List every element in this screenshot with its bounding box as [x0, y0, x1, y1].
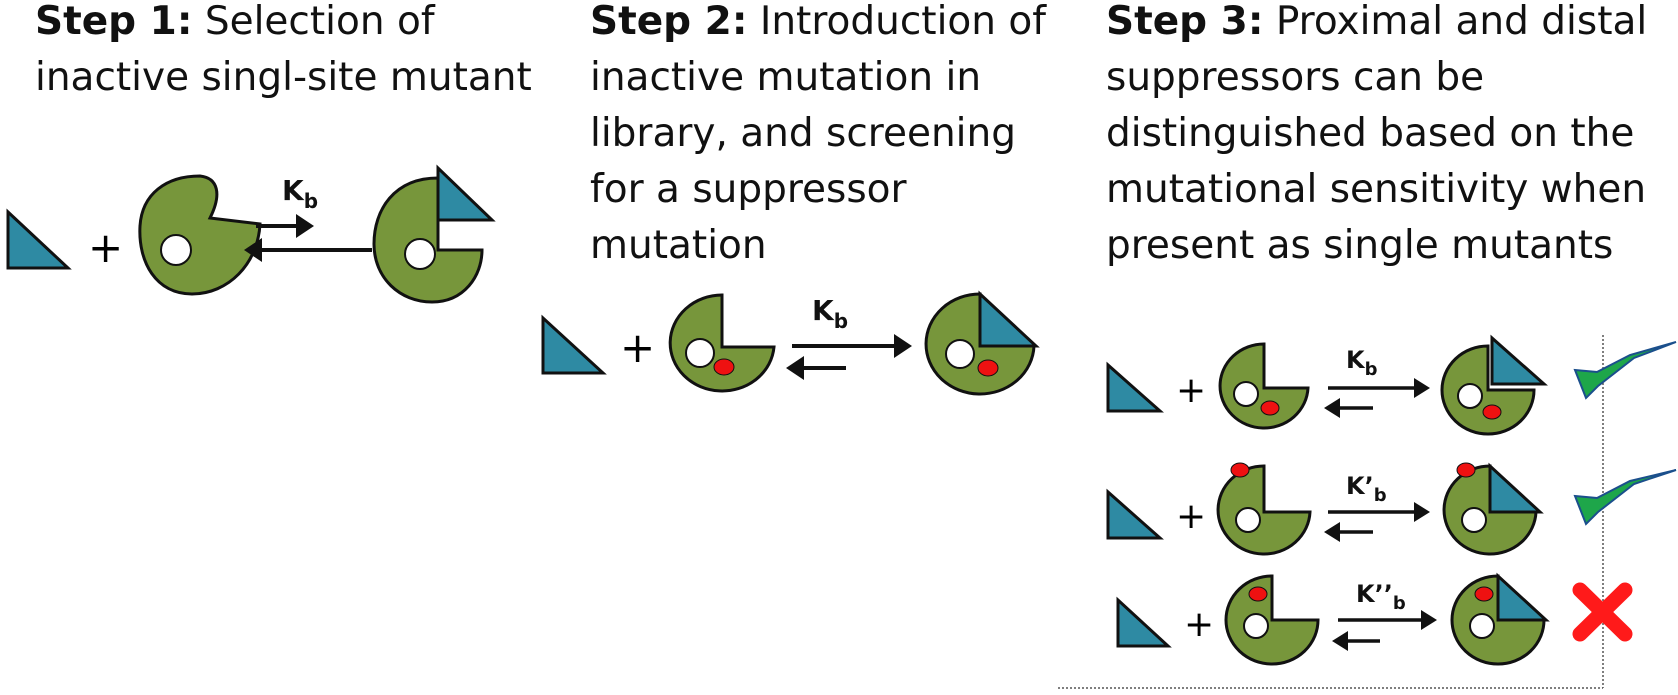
step3-row-2: + K’b	[1106, 462, 1677, 556]
binding-site-circle	[160, 234, 192, 266]
protein-mutant	[1224, 574, 1320, 666]
equilibrium-arrows: Kb	[244, 174, 372, 262]
protein-unbound	[138, 174, 262, 296]
k-subscript: b	[1393, 593, 1406, 614]
mutation-dot	[977, 359, 999, 377]
mutation-dot	[1248, 586, 1268, 602]
step3-text: Proximal and distal suppressors can be d…	[1106, 0, 1648, 268]
step1-reaction: + Kb	[6, 164, 496, 304]
protein-mutant	[668, 293, 776, 393]
k-label: K	[282, 174, 305, 207]
protein-mutant	[1218, 342, 1310, 430]
mutation-dot	[713, 358, 735, 376]
check-icon	[1573, 341, 1677, 400]
step3-caption: Step 3: Proximal and distal suppressors …	[1106, 0, 1666, 274]
step2-heading: Step 2:	[590, 0, 748, 44]
mutation-dot	[1260, 400, 1280, 416]
mutation-dot	[1456, 462, 1476, 478]
binding-site-circle	[1233, 381, 1259, 407]
k-subscript: b	[1374, 485, 1387, 506]
step1-text: Selection of inactive singl-site mutant	[35, 0, 532, 100]
binding-site-circle	[945, 339, 975, 369]
mutation-dot	[1230, 462, 1250, 478]
protein-bound-complex	[1442, 462, 1544, 556]
mutation-dot	[1482, 404, 1502, 420]
k-label: K’’	[1356, 580, 1393, 608]
svg-text:Kb: Kb	[1346, 346, 1378, 380]
binding-site-circle	[1243, 613, 1269, 639]
protein-mutant	[1216, 462, 1312, 556]
cross-icon	[1572, 582, 1633, 642]
binding-site-circle	[1235, 507, 1261, 533]
step3-row-1: + Kb	[1106, 334, 1677, 436]
svg-text:K’b: K’b	[1346, 472, 1387, 506]
binding-site-circle	[1469, 613, 1495, 639]
ligand-triangle	[1116, 596, 1172, 648]
ligand-triangle	[1106, 488, 1164, 540]
k-label: K	[812, 294, 835, 327]
check-icon	[1573, 469, 1677, 526]
ligand-triangle	[1496, 572, 1550, 622]
mutation-dot	[1474, 586, 1494, 602]
plus-sign: +	[88, 223, 123, 272]
protein-bound-complex	[924, 290, 1040, 396]
plus-sign: +	[1176, 370, 1206, 411]
svg-text:K’’b: K’’b	[1356, 580, 1406, 614]
ligand-triangle	[1106, 361, 1164, 413]
binding-site-circle	[685, 338, 715, 368]
step1-caption: Step 1: Selection of inactive singl-site…	[35, 0, 555, 106]
step2-text: Introduction of inactive mutation in lib…	[590, 0, 1046, 268]
svg-text:Kb: Kb	[812, 294, 848, 333]
plus-sign: +	[620, 323, 655, 372]
ligand-triangle	[541, 314, 607, 375]
step1-heading: Step 1:	[35, 0, 193, 44]
ligand-triangle	[1488, 462, 1544, 514]
protein-bound-complex	[1440, 334, 1548, 436]
ligand-triangle	[6, 208, 72, 270]
binding-site-circle	[404, 238, 436, 270]
ligand-triangle	[978, 290, 1040, 348]
ligand-triangle	[436, 164, 496, 222]
binding-site-circle	[1457, 383, 1483, 409]
step3-row-3: + K’’b	[1116, 572, 1633, 666]
k-label: K’	[1346, 472, 1374, 500]
k-label: K	[1346, 346, 1366, 374]
k-subscript: b	[304, 189, 318, 213]
equilibrium-arrows: Kb	[786, 294, 912, 380]
k-subscript: b	[1365, 359, 1378, 380]
ligand-triangle	[1490, 334, 1548, 386]
plus-sign: +	[1184, 604, 1214, 645]
step2-reaction: + Kb	[541, 290, 1040, 396]
protein-bound-complex	[1450, 572, 1550, 666]
plus-sign: +	[1176, 496, 1206, 537]
binding-site-circle	[1461, 507, 1487, 533]
protein-bound-complex	[372, 164, 496, 304]
svg-text:Kb: Kb	[282, 174, 318, 213]
k-subscript: b	[834, 309, 848, 333]
step2-caption: Step 2: Introduction of inactive mutatio…	[590, 0, 1050, 274]
step3-heading: Step 3:	[1106, 0, 1264, 44]
